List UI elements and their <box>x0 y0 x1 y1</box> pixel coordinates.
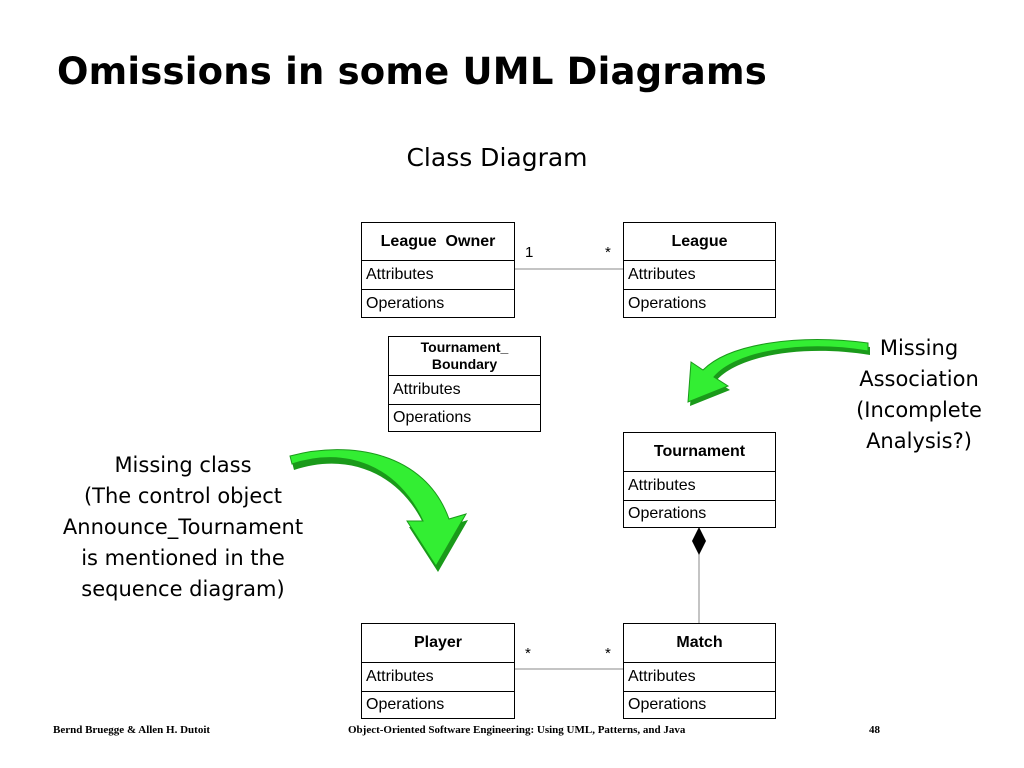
class-attributes: Attributes <box>389 376 540 405</box>
class-operations: Operations <box>628 294 707 312</box>
multiplicity-league-end: * <box>605 244 611 261</box>
class-attributes: Attributes <box>362 663 514 692</box>
class-name: Player <box>362 624 514 663</box>
missing-association-arrow <box>687 339 870 406</box>
footer-authors: Bernd Bruegge & Allen H. Dutoit <box>53 724 211 736</box>
class-tournament: Tournament Attributes Operations <box>623 432 776 528</box>
class-name-line1: Tournament_ <box>420 339 509 355</box>
class-operations: Operations <box>393 409 472 426</box>
multiplicity-owner-end: 1 <box>525 244 534 261</box>
note-line: sequence diagram) <box>81 577 285 601</box>
missing-class-arrow <box>289 449 468 572</box>
slide-title: Omissions in some UML Diagrams <box>57 50 767 93</box>
missing-class-note: Missing class (The control object Announ… <box>28 450 338 605</box>
class-operations: Operations <box>628 505 707 522</box>
class-tournament-boundary: Tournament_ Boundary Attributes Operatio… <box>388 336 541 432</box>
note-line: Missing <box>879 336 959 360</box>
class-attributes: Attributes <box>624 663 775 692</box>
note-line: (Incomplete <box>856 398 982 422</box>
class-attributes: Attributes <box>362 261 514 290</box>
class-match: Match Attributes Operations <box>623 623 776 719</box>
composition-diamond <box>692 527 706 555</box>
class-operations: Operations <box>366 294 445 312</box>
note-line: is mentioned in the <box>81 546 285 570</box>
footer-page-number: 48 <box>869 724 880 736</box>
class-name: League <box>624 223 775 261</box>
class-name: League Owner <box>362 223 514 261</box>
note-line: Analysis?) <box>866 429 972 453</box>
class-name: Match <box>624 624 775 663</box>
class-operations: Operations <box>366 696 445 713</box>
multiplicity-match-end: * <box>605 645 611 662</box>
class-attributes: Attributes <box>624 472 775 501</box>
note-line: Association <box>859 367 979 391</box>
footer-book-title: Object-Oriented Software Engineering: Us… <box>348 724 686 736</box>
class-player: Player Attributes Operations <box>361 623 515 719</box>
class-attributes: Attributes <box>624 261 775 290</box>
class-league: League Attributes Operations <box>623 222 776 318</box>
note-line: (The control object <box>83 484 283 508</box>
class-operations: Operations <box>628 696 707 713</box>
note-line: Missing class <box>114 453 252 477</box>
class-name-line2: Boundary <box>431 356 498 372</box>
class-name: Tournament_ Boundary <box>389 337 540 376</box>
class-name: Tournament <box>624 433 775 472</box>
missing-association-note: Missing Association (Incomplete Analysis… <box>836 333 1002 457</box>
class-league-owner: League Owner Attributes Operations <box>361 222 515 318</box>
diagram-subtitle: Class Diagram <box>406 143 588 172</box>
multiplicity-player-end: * <box>525 645 531 662</box>
note-line: Announce_Tournament <box>62 515 304 539</box>
